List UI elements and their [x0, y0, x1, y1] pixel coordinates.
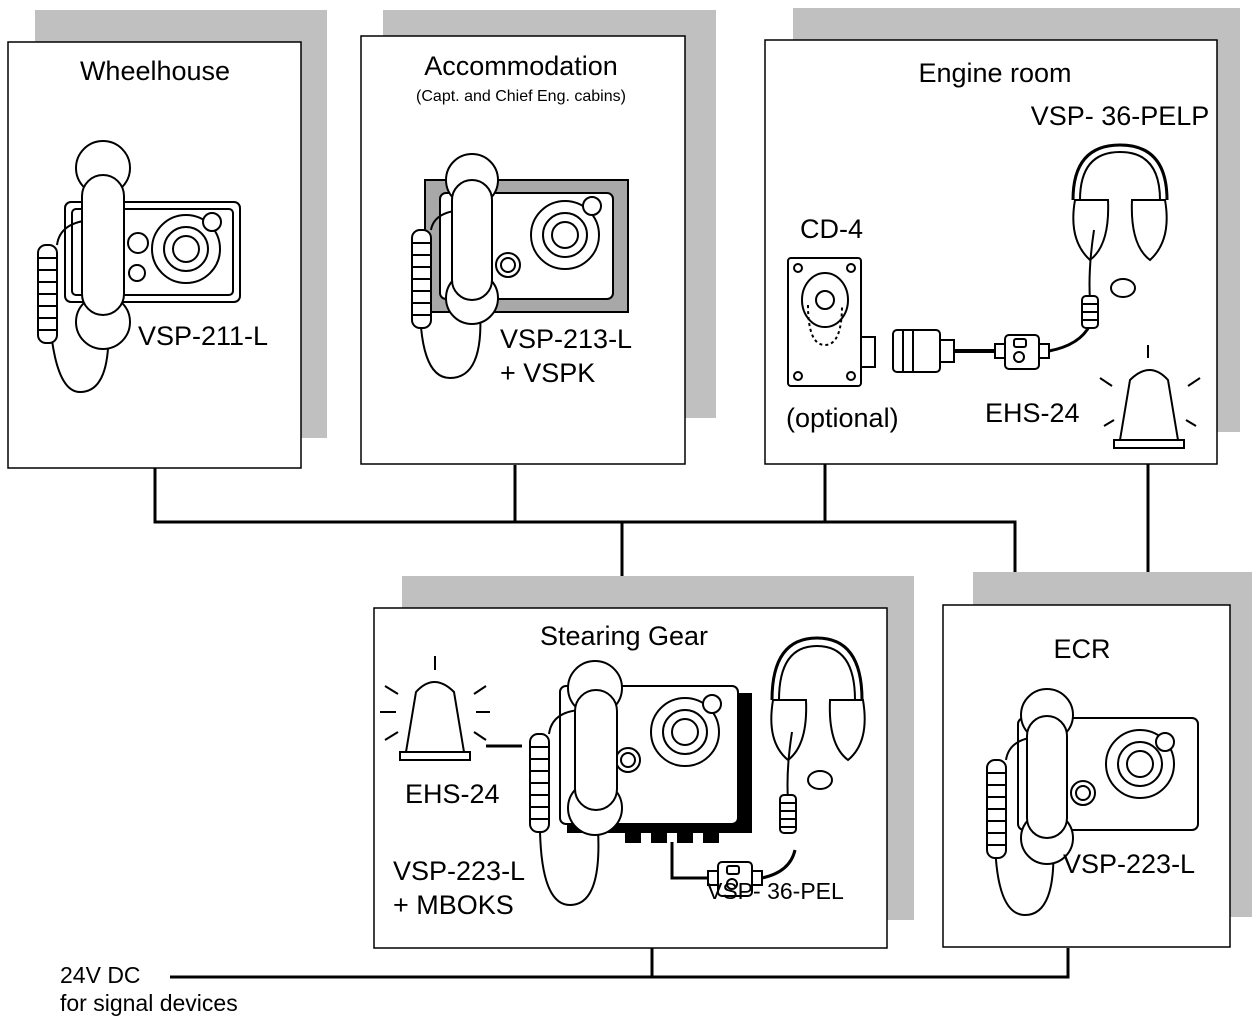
room-title: Accommodation	[424, 51, 618, 81]
room-engine: Engine room VSP- 36-PELP CD-4 (optional)	[764, 8, 1240, 465]
power-supply: 24V DC for signal devices	[60, 962, 238, 1016]
optional-label: (optional)	[786, 403, 899, 433]
headset-label: VSP- 36-PELP	[1031, 101, 1210, 131]
room-accommodation: Accommodation (Capt. and Chief Eng. cabi…	[360, 10, 716, 465]
device-label: VSP-211-L	[138, 321, 268, 351]
beacon-label: EHS-24	[985, 398, 1080, 428]
beacon-icon	[1099, 345, 1201, 449]
room-title: ECR	[1053, 634, 1110, 664]
device-label-extension: + VSPK	[500, 358, 595, 388]
room-subtitle: (Capt. and Chief Eng. cabins)	[416, 88, 626, 105]
room-steering-gear: Stearing Gear EHS-24	[373, 576, 914, 949]
device-label: VSP-213-L	[500, 324, 632, 354]
beacon-label: EHS-24	[405, 779, 500, 809]
wall-telephone-icon	[37, 140, 241, 394]
device-label-extension: + MBOKS	[393, 890, 514, 920]
cable-connector-icon	[707, 849, 797, 897]
room-title: Stearing Gear	[540, 621, 708, 651]
headset-label: VSP- 36-PEL	[707, 878, 844, 904]
room-ecr: ECR VSP-223-L	[942, 572, 1252, 948]
room-wheelhouse: Wheelhouse VSP-211-L	[7, 10, 327, 469]
wiring	[153, 458, 1150, 979]
cable-connector-icon	[954, 324, 1092, 370]
power-description: for signal devices	[60, 990, 238, 1016]
headset-icon	[1071, 143, 1169, 329]
junction-box-icon	[787, 257, 955, 387]
wall-telephone-icon	[986, 688, 1199, 917]
device-label: VSP-223-L	[1063, 849, 1195, 879]
room-title: Wheelhouse	[80, 56, 230, 86]
headset-icon	[770, 636, 866, 834]
junction-box-label: CD-4	[800, 214, 863, 244]
room-title: Engine room	[918, 58, 1071, 88]
wall-telephone-with-box-icon	[411, 153, 629, 380]
device-label: VSP-223-L	[393, 856, 525, 886]
wall-telephone-with-connectors-icon	[529, 660, 752, 907]
power-label: 24V DC	[60, 962, 141, 988]
beacon-icon	[380, 656, 522, 761]
